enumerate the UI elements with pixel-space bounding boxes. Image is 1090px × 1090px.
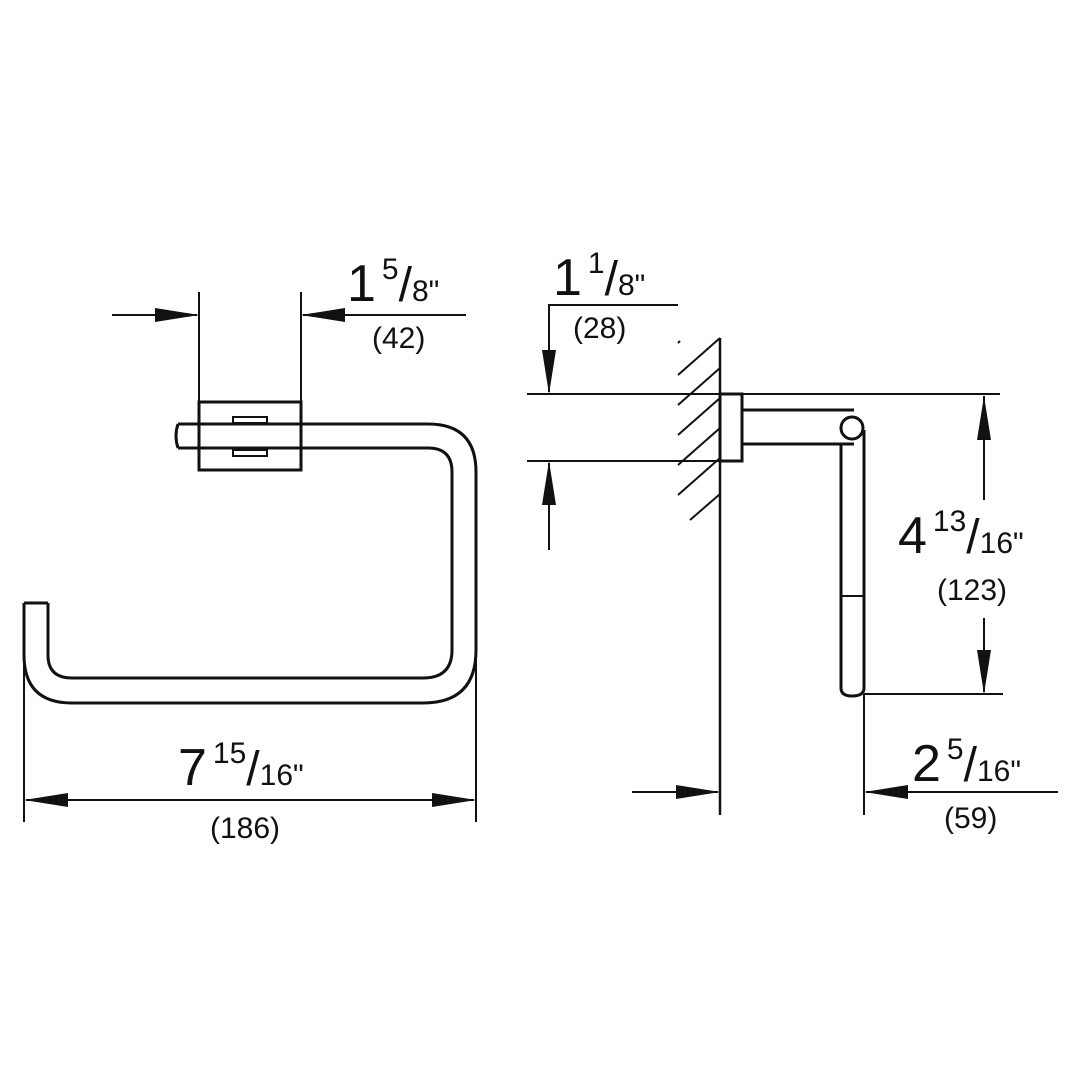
mount-block: [718, 392, 744, 463]
slash: /: [966, 511, 980, 564]
whole: 1: [553, 249, 582, 307]
numerator: 5: [381, 253, 399, 286]
side-dimension-arrowheads: [542, 350, 991, 799]
mount-plate: [197, 400, 303, 472]
slash: /: [246, 743, 260, 796]
dim-overall-width-arrowheads: [24, 793, 476, 807]
label-projection-metric: (59): [944, 802, 998, 835]
slash: /: [398, 259, 412, 312]
numerator: 13: [932, 505, 967, 538]
whole: 1: [347, 255, 376, 313]
ring-outer: [22, 422, 478, 705]
slash: /: [963, 739, 977, 792]
label-mount-width-metric: (42): [372, 322, 426, 355]
label-overall-width-metric: (186): [210, 812, 281, 845]
clamp-tab-bottom: [232, 449, 268, 457]
numerator: 5: [946, 733, 964, 766]
denominator: 16": [976, 755, 1021, 788]
dim-mount-width-arrowheads: [155, 308, 345, 322]
denominator: 16": [979, 527, 1024, 560]
ring-inner: [46, 446, 454, 680]
numerator: 15: [212, 737, 247, 770]
ring-end-top: [174, 423, 180, 449]
whole: 2: [912, 735, 941, 793]
front-view: [22, 400, 478, 705]
dim-overall-width: [23, 660, 477, 822]
label-ring-height-metric: (123): [937, 574, 1008, 607]
clamp-tab-top: [232, 416, 268, 424]
slash: /: [604, 253, 618, 306]
pivot: [839, 415, 865, 441]
label-mount-height-metric: (28): [573, 312, 627, 345]
denominator: 8": [411, 275, 440, 308]
denominator: 8": [617, 269, 646, 302]
whole: 7: [178, 739, 207, 797]
wall-hatching: [677, 337, 721, 521]
side-view: [677, 337, 866, 815]
whole: 4: [898, 507, 927, 565]
denominator: 16": [259, 759, 304, 792]
numerator: 1: [587, 247, 605, 280]
